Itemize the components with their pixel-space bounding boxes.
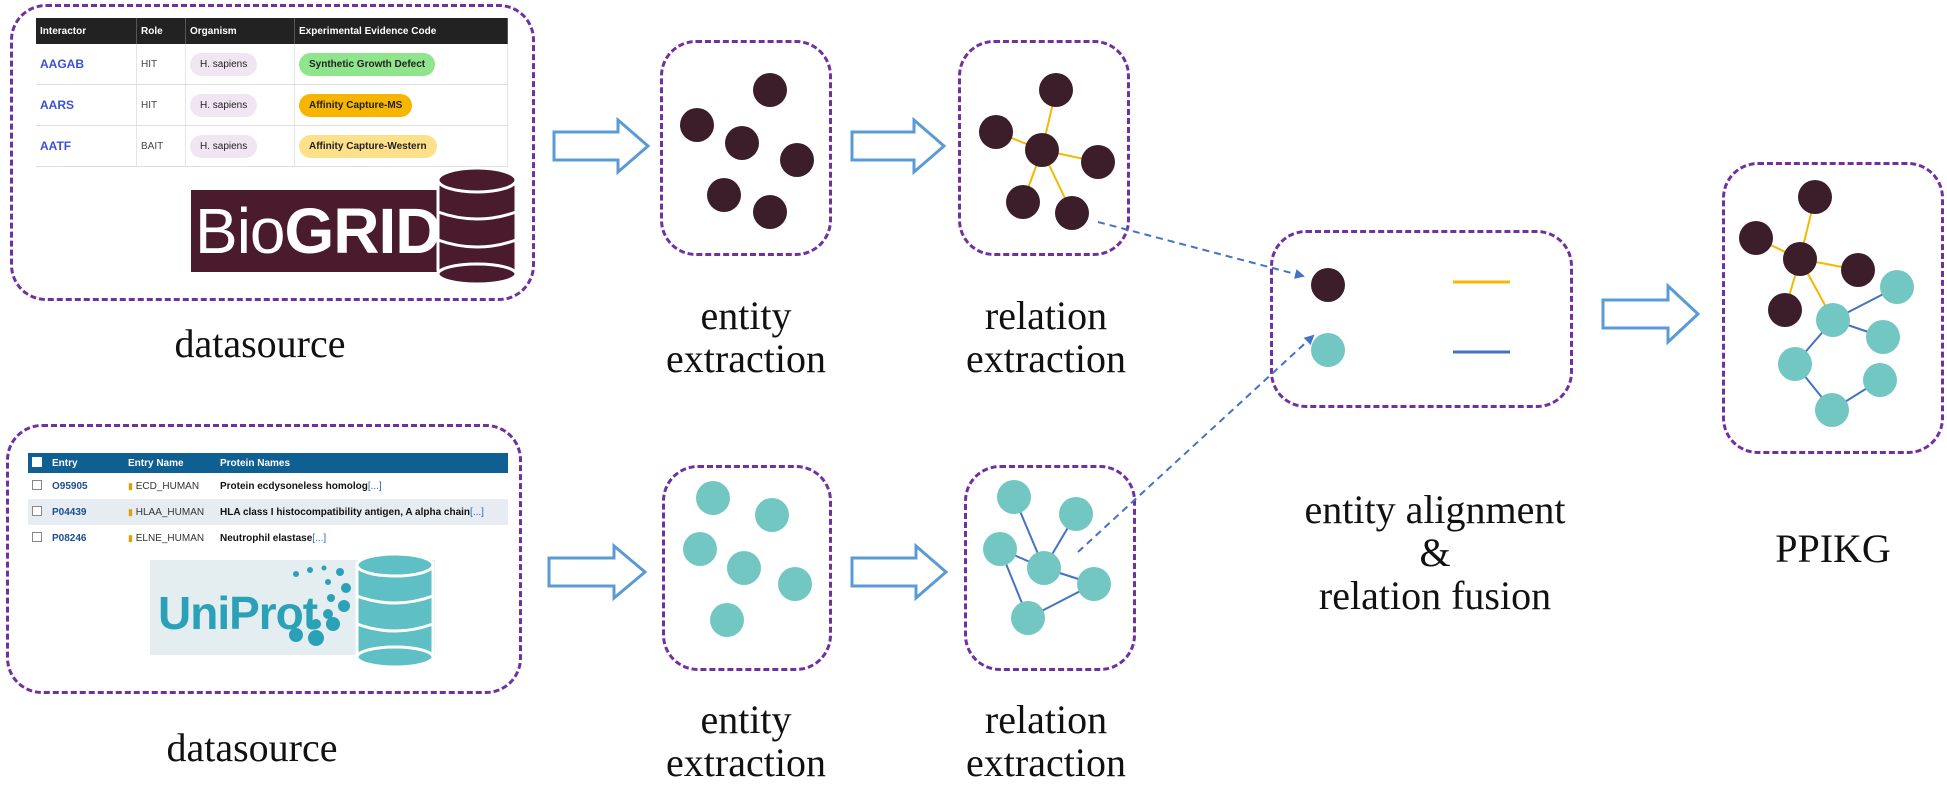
alignment-legend <box>1311 268 1510 367</box>
reviewed-icon: ▮ <box>128 532 133 543</box>
biogrid-header-organism[interactable]: Organism <box>185 18 295 44</box>
entity-extraction-bottom-panel <box>662 465 832 671</box>
evidence-badge: Affinity Capture-Western <box>299 134 437 158</box>
arrow-right-icon <box>1601 282 1701 346</box>
alignment-fusion-panel <box>1270 230 1573 408</box>
arrow-right-icon <box>850 542 949 602</box>
dashed-arrow-bottom <box>1077 334 1315 553</box>
relation-extraction-label-top: relation extraction <box>946 294 1146 380</box>
biogrid-datasource-panel <box>10 4 535 301</box>
table-row: AATF BAIT H. sapiens Affinity Capture-We… <box>36 125 508 167</box>
row-checkbox[interactable] <box>32 531 42 542</box>
relation-extraction-label-bottom: relation extraction <box>946 698 1146 784</box>
arrow-right-icon <box>547 542 648 602</box>
arrow-right-icon <box>850 116 947 176</box>
protein-name: Neutrophil elastase <box>220 532 313 544</box>
role-value: BAIT <box>141 140 164 152</box>
reviewed-icon: ▮ <box>128 480 133 491</box>
uniprot-datasource-panel <box>6 424 522 694</box>
ppikg-graph <box>1739 180 1914 427</box>
protein-name: HLA class I histocompatibility antigen, … <box>220 506 471 518</box>
organism-badge: H. sapiens <box>190 52 258 76</box>
table-row: P04439 ▮ HLAA_HUMAN HLA class I histocom… <box>28 499 508 525</box>
database-icon-biogrid <box>436 166 518 286</box>
entry-name: ECD_HUMAN <box>135 480 200 492</box>
database-icon-uniprot <box>355 552 435 669</box>
relation-graph-bottom <box>983 480 1111 635</box>
entity-extraction-label-top: entity extraction <box>646 294 846 380</box>
biogrid-table: Interactor Role Organism Experimental Ev… <box>36 18 508 167</box>
biogrid-logo-prefix: Bio <box>195 195 285 267</box>
label-line: entity <box>700 697 792 742</box>
uniprot-header-entry[interactable]: Entry <box>48 453 124 473</box>
label-line: entity alignment <box>1304 487 1566 532</box>
biogrid-logo: BioGRID <box>191 190 443 272</box>
row-checkbox[interactable] <box>32 505 42 516</box>
interactor-link[interactable]: AATF <box>40 139 72 153</box>
select-all-checkbox[interactable] <box>32 456 42 467</box>
reviewed-icon: ▮ <box>128 506 133 517</box>
protein-name: Protein ecdysoneless homolog <box>220 480 368 492</box>
entry-accession[interactable]: O95905 <box>52 480 88 492</box>
entity-extraction-label-bottom: entity extraction <box>646 698 846 784</box>
row-checkbox[interactable] <box>32 479 42 490</box>
organism-badge: H. sapiens <box>190 134 258 158</box>
biogrid-header-role[interactable]: Role <box>136 18 186 44</box>
relation-extraction-bottom-panel <box>964 465 1136 671</box>
datasource-label-bottom: datasource <box>166 725 338 770</box>
role-value: HIT <box>141 99 158 111</box>
dashed-arrow-top <box>1097 221 1305 279</box>
ppikg-label: PPIKG <box>1775 526 1891 571</box>
label-line: extraction <box>666 336 826 381</box>
entry-name: HLAA_HUMAN <box>135 506 205 518</box>
more-link[interactable]: [...] <box>312 532 327 544</box>
entry-name: ELNE_HUMAN <box>135 532 205 544</box>
table-row: AARS HIT H. sapiens Affinity Capture-MS <box>36 84 508 126</box>
organism-badge: H. sapiens <box>190 93 258 117</box>
biogrid-logo-suffix: GRID <box>284 195 442 267</box>
relation-extraction-top-panel <box>958 40 1130 256</box>
arrow-right-icon <box>552 116 651 176</box>
interactor-link[interactable]: AAGAB <box>40 57 84 71</box>
entity-extraction-top-panel <box>660 40 832 256</box>
relation-graph-top <box>979 73 1115 230</box>
table-row: P08246 ▮ ELNE_HUMAN Neutrophil elastase[… <box>28 525 508 551</box>
alignment-fusion-label: entity alignment & relation fusion <box>1270 488 1600 617</box>
entity-nodes-top <box>680 73 814 229</box>
evidence-badge: Synthetic Growth Defect <box>299 52 436 76</box>
more-link[interactable]: [...] <box>367 480 382 492</box>
uniprot-header-entry-name[interactable]: Entry Name <box>124 453 216 473</box>
label-line: relation <box>984 697 1108 742</box>
table-row: O95905 ▮ ECD_HUMAN Protein ecdysoneless … <box>28 473 508 499</box>
role-value: HIT <box>141 58 158 70</box>
label-line: relation <box>984 293 1108 338</box>
entry-accession[interactable]: P04439 <box>52 506 87 518</box>
label-line: extraction <box>966 336 1126 381</box>
biogrid-header-interactor[interactable]: Interactor <box>36 18 137 44</box>
label-line: & <box>1419 530 1451 575</box>
table-row: AAGAB HIT H. sapiens Synthetic Growth De… <box>36 44 508 85</box>
label-line: relation fusion <box>1318 573 1552 618</box>
interactor-link[interactable]: AARS <box>40 98 75 112</box>
evidence-badge: Affinity Capture-MS <box>299 93 413 117</box>
label-line: extraction <box>666 740 826 785</box>
label-line: extraction <box>966 740 1126 785</box>
ppikg-panel <box>1722 162 1944 454</box>
entity-nodes-bottom <box>683 481 812 637</box>
uniprot-header-protein-names[interactable]: Protein Names <box>216 453 508 473</box>
more-link[interactable]: [...] <box>470 506 484 518</box>
datasource-label-top: datasource <box>174 321 346 366</box>
label-line: entity <box>700 293 792 338</box>
entry-accession[interactable]: P08246 <box>52 532 87 544</box>
flow-arrows <box>547 116 1701 602</box>
uniprot-logo-dots <box>289 565 351 646</box>
biogrid-header-evidence[interactable]: Experimental Evidence Code <box>294 18 508 44</box>
uniprot-table: Entry Entry Name Protein Names O95905 ▮ … <box>28 453 508 551</box>
